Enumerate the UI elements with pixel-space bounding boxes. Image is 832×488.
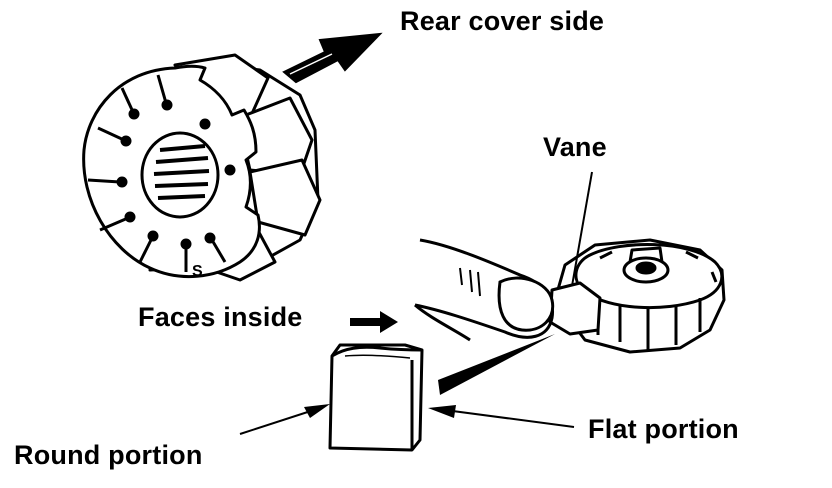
label-round-portion: Round portion — [14, 440, 203, 470]
vane-block — [548, 281, 602, 336]
vane-pointer-wedge — [438, 334, 555, 395]
rear-cover-arrow — [282, 32, 383, 84]
label-faces-inside: Faces inside — [138, 302, 303, 332]
large-rotor — [82, 53, 322, 282]
small-rotor — [548, 238, 726, 354]
round-portion-leader — [239, 407, 321, 435]
label-vane: Vane — [543, 132, 607, 162]
label-flat-portion: Flat portion — [588, 414, 739, 444]
faces-inside-arrow — [350, 311, 398, 333]
vane-closeup — [328, 343, 424, 452]
vane-leader-line — [571, 171, 593, 287]
label-rear-cover-side: Rear cover side — [400, 6, 605, 36]
rotor-bore — [140, 131, 220, 219]
rotor-mark: S — [192, 263, 203, 280]
finger-illustration — [414, 238, 555, 342]
flat-portion-leader — [444, 409, 575, 428]
